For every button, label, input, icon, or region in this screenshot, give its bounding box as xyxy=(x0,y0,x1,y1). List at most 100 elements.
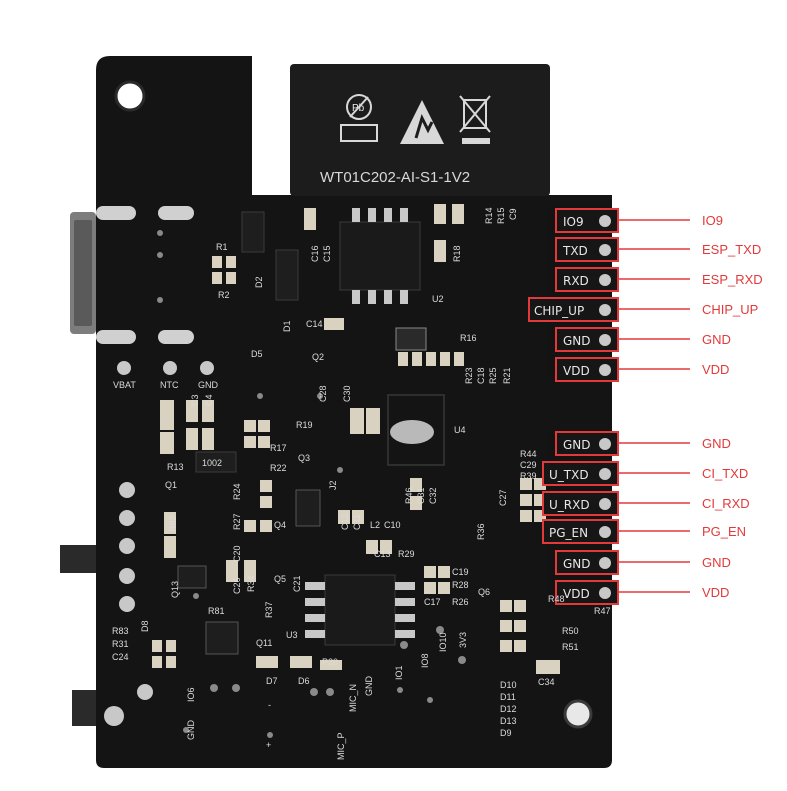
silk-r31: R31 xyxy=(112,639,129,649)
annotation-leaders xyxy=(618,219,690,593)
silk-r16: R16 xyxy=(460,333,477,343)
annotation-gnd-1: GND xyxy=(702,332,731,347)
silk-r39: R39 xyxy=(520,471,537,481)
d1-diode xyxy=(275,249,299,301)
u3-chip xyxy=(324,574,396,646)
silk-c27: C27 xyxy=(498,489,508,506)
silk-q3: Q3 xyxy=(298,453,310,463)
silk-c29: C29 xyxy=(520,460,537,470)
pin-gnd-2[interactable]: GND xyxy=(555,431,619,456)
pin-vdd-2[interactable]: VDD xyxy=(555,580,619,605)
silk-gnd-b2: GND xyxy=(186,720,196,741)
svg-text:GND: GND xyxy=(563,334,591,348)
silk-c30: C30 xyxy=(342,385,352,402)
silk-io10: IO10 xyxy=(438,632,448,652)
silk-r1: R1 xyxy=(216,242,228,252)
svg-text:VDD: VDD xyxy=(563,364,590,378)
svg-text:PG_EN: PG_EN xyxy=(549,526,588,540)
side-button xyxy=(72,690,96,726)
svg-text:GND: GND xyxy=(563,438,591,452)
silk-u4: U4 xyxy=(454,425,466,435)
silk-r51: R51 xyxy=(562,642,579,652)
left-pads xyxy=(104,482,153,726)
svg-text:VDD: VDD xyxy=(563,587,590,601)
pin-gnd-3[interactable]: GND xyxy=(555,550,619,575)
silk-3v3: 3V3 xyxy=(458,632,468,648)
gnd-pad xyxy=(200,361,214,375)
esd-warning-icon xyxy=(400,100,444,144)
pin-chip-up[interactable]: CHIP_UP xyxy=(528,297,619,322)
silk-r36: R36 xyxy=(476,523,486,540)
pin-io9[interactable]: IO9 xyxy=(555,208,619,233)
smd-components xyxy=(152,204,560,674)
silk-d1: D1 xyxy=(282,320,292,332)
silk-c16: C16 xyxy=(310,245,320,262)
mounting-hole-bottom xyxy=(563,699,593,729)
pin-vdd-1[interactable]: VDD xyxy=(555,357,619,382)
u2-chip xyxy=(339,221,421,291)
silk-r46: R46 xyxy=(404,487,414,504)
silk-d9: D9 xyxy=(500,728,512,738)
svg-text:IO9: IO9 xyxy=(563,215,584,229)
silk-r21: R21 xyxy=(502,367,512,384)
silk-mic-n: MIC_N xyxy=(348,684,358,712)
mounting-hole-top xyxy=(114,80,146,112)
silk-c20: C20 xyxy=(232,545,242,562)
silk-r28: R28 xyxy=(452,580,469,590)
annotation-io9: IO9 xyxy=(702,213,723,228)
silk-c9: C9 xyxy=(508,208,518,220)
silk-r13: R13 xyxy=(167,462,184,472)
silk-r22: R22 xyxy=(270,463,287,473)
silk-c28: C28 xyxy=(318,385,328,402)
silk-c10: C10 xyxy=(384,520,401,530)
svg-text:U_TXD: U_TXD xyxy=(549,468,589,482)
silk-c18: C18 xyxy=(476,367,486,384)
usb-pad xyxy=(158,206,194,220)
ntc-pad xyxy=(163,361,177,375)
pin-gnd-1[interactable]: GND xyxy=(555,327,619,352)
silk-r19: R19 xyxy=(296,420,313,430)
u4-regulator xyxy=(387,394,445,466)
silk-r81: R81 xyxy=(208,606,225,616)
silk-c21: C21 xyxy=(292,575,302,592)
silk-gnd-b1: GND xyxy=(364,676,374,697)
pin-u-rxd[interactable]: U_RXD xyxy=(542,491,619,516)
pin-rxd[interactable]: RXD xyxy=(555,267,619,292)
silk-q1: Q1 xyxy=(165,480,177,490)
silk-p20: P20 xyxy=(322,657,338,667)
silk-r82: R82 xyxy=(168,515,178,532)
silk-q13: Q13 xyxy=(170,581,180,598)
pin-u-txd[interactable]: U_TXD xyxy=(542,461,619,486)
silk-gnd-left: GND xyxy=(198,380,219,390)
annotation-esp-rxd: ESP_RXD xyxy=(702,272,763,287)
silk-r29: R29 xyxy=(398,549,415,559)
pin-pg-en[interactable]: PG_EN xyxy=(542,519,619,544)
silk-d10: D10 xyxy=(500,680,517,690)
silk-r34: R34 xyxy=(246,575,256,592)
svg-text:RXD: RXD xyxy=(563,274,589,288)
annotation-vdd-1: VDD xyxy=(702,362,729,377)
svg-text:GND: GND xyxy=(563,557,591,571)
silk-d12: D12 xyxy=(500,704,517,714)
silk-io1: IO1 xyxy=(394,665,404,680)
silk-r24: R24 xyxy=(232,483,242,500)
silk-c31: C31 xyxy=(416,487,426,504)
silk-q11: Q11 xyxy=(256,638,272,648)
annotation-ci-rxd: CI_RXD xyxy=(702,496,750,511)
pin-txd[interactable]: TXD xyxy=(555,237,619,262)
silk-r26: R26 xyxy=(452,597,469,607)
silk-u2: U2 xyxy=(432,294,444,304)
silk-c32: C32 xyxy=(428,487,438,504)
annotation-vdd-2: VDD xyxy=(702,585,729,600)
silk-d6: D6 xyxy=(298,676,310,686)
silk-c34: C34 xyxy=(538,677,555,687)
silk-q6: Q6 xyxy=(478,587,490,597)
silk-r17: R17 xyxy=(270,443,287,453)
silk-io6: IO6 xyxy=(186,687,196,702)
silk-c4: C4 xyxy=(204,394,214,406)
silk-j2: J2 xyxy=(328,480,338,490)
annotation-ci-txd: CI_TXD xyxy=(702,466,748,481)
silk-r23: R23 xyxy=(464,367,474,384)
annotation-esp-txd: ESP_TXD xyxy=(702,242,761,257)
silk-ntc: NTC xyxy=(160,380,179,390)
